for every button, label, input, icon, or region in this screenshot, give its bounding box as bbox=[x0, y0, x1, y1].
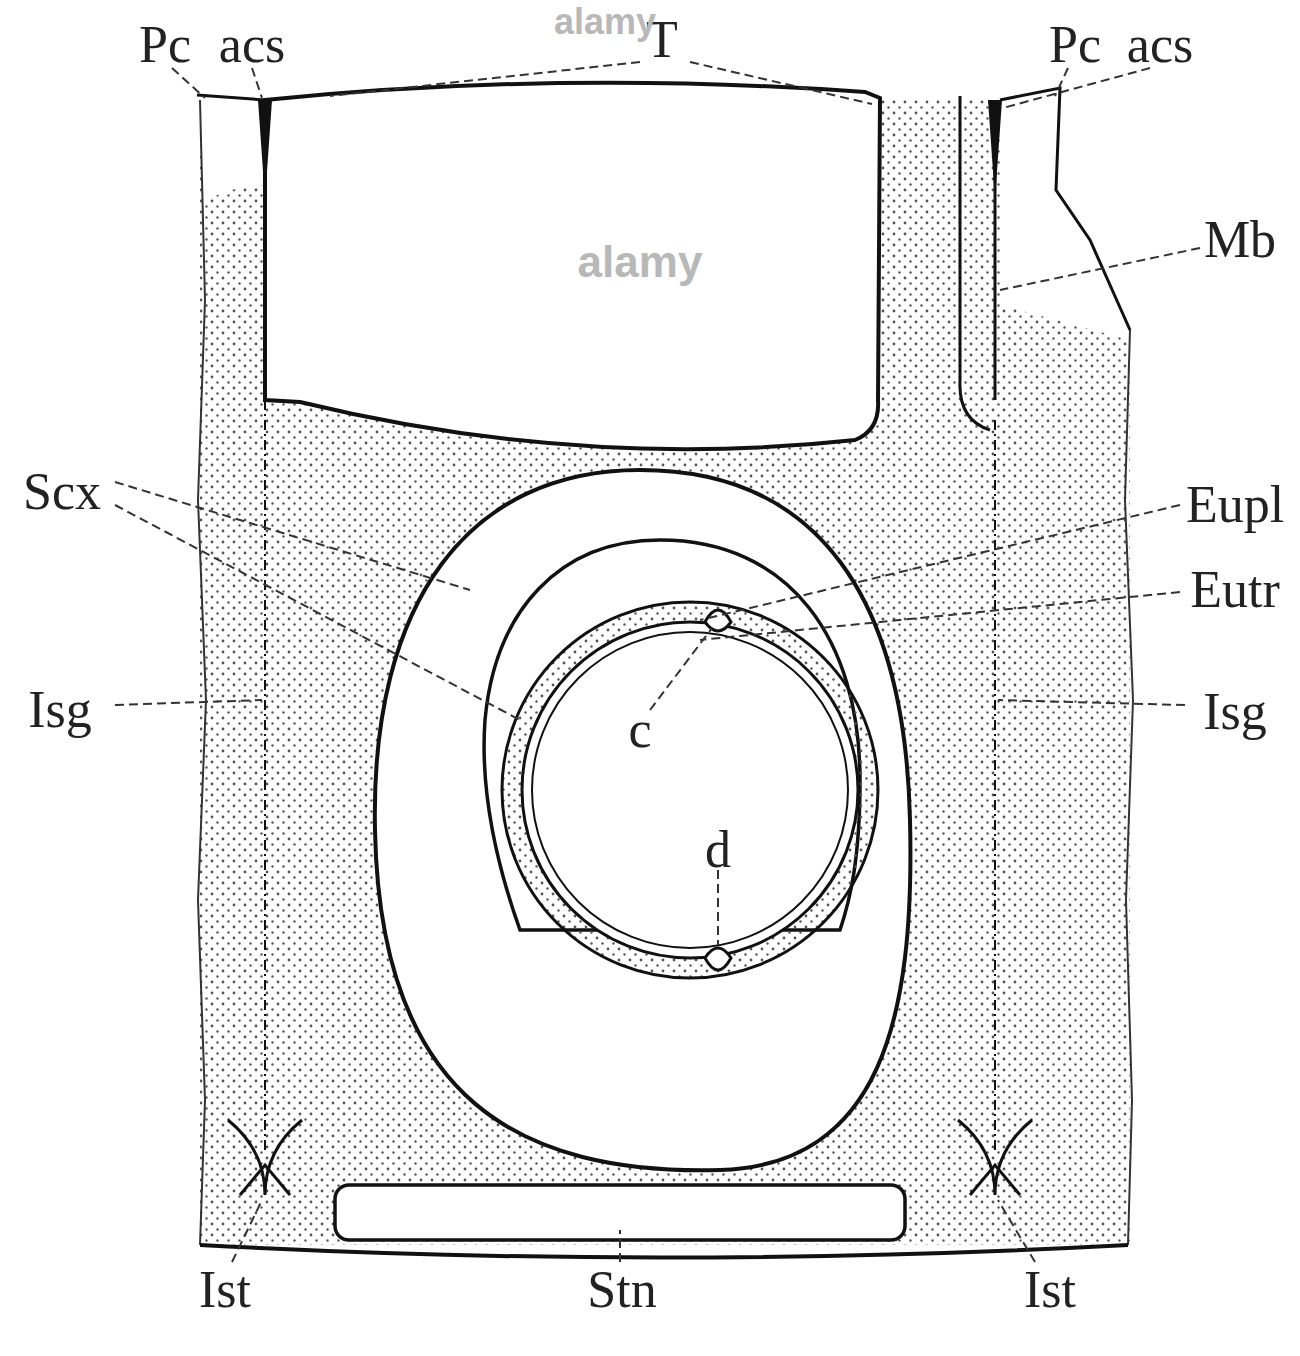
part-label: Isg bbox=[1203, 686, 1267, 738]
part-label: Pc bbox=[1049, 19, 1101, 71]
part-label: Ist bbox=[199, 1264, 251, 1316]
part-label: acs bbox=[1127, 19, 1193, 71]
watermark: alamy bbox=[554, 4, 656, 40]
part-label: Ist bbox=[1024, 1264, 1076, 1316]
part-label: Scx bbox=[23, 466, 101, 518]
part-label: Stn bbox=[587, 1264, 656, 1316]
part-label: Eutr bbox=[1190, 564, 1280, 616]
part-label: Eupl bbox=[1186, 479, 1284, 531]
part-label: Pc bbox=[139, 19, 191, 71]
watermark: alamy bbox=[578, 240, 703, 284]
part-label: Isg bbox=[28, 684, 92, 736]
part-label: c bbox=[628, 704, 651, 756]
part-label: acs bbox=[219, 19, 285, 71]
part-label: d bbox=[705, 824, 731, 876]
part-label: Mb bbox=[1204, 214, 1276, 266]
